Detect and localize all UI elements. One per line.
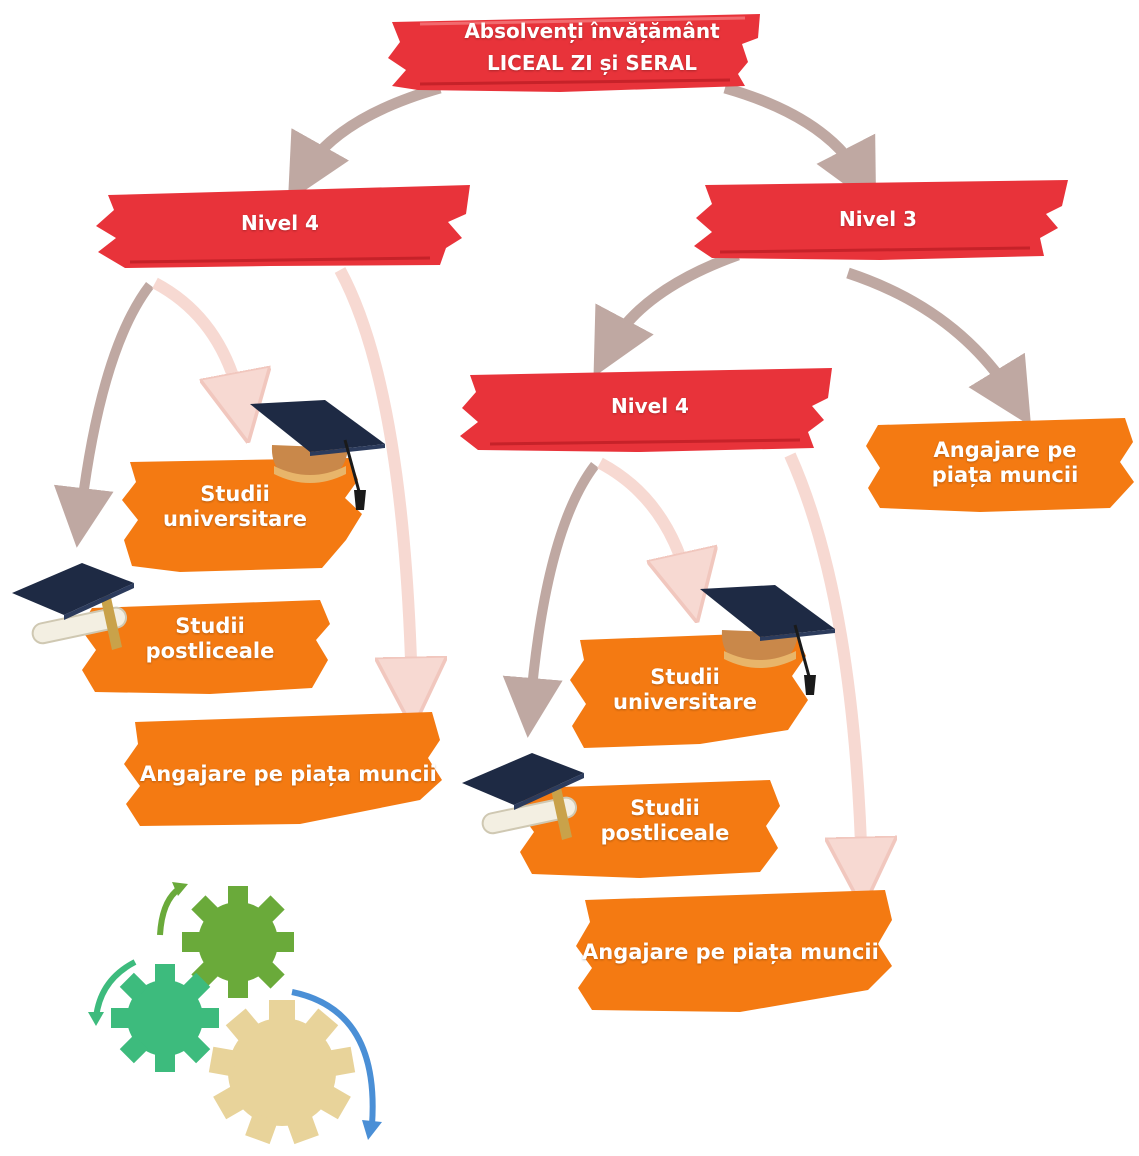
left-university-line2: universitare (163, 506, 307, 531)
arrow-left-to-university (152, 277, 242, 410)
root-label-line2: LICEAL ZI și SERAL (486, 50, 698, 75)
right-sub-employment-label: Angajare pe piața muncii (582, 940, 879, 964)
arrow-nivel3-to-employment (846, 267, 1032, 427)
gear-green (182, 886, 294, 998)
graduation-cap-icon (250, 400, 385, 510)
gear-beige (208, 1000, 356, 1145)
orange-brush-right-postsecondary (518, 780, 780, 878)
root-label-line1: Absolvenți învățământ (464, 19, 720, 43)
left-university-line1: Studii (200, 482, 270, 506)
arrow-left-to-employment (334, 267, 412, 695)
orange-brush-left-postsecondary (80, 600, 330, 694)
gear-arrow-blue (291, 989, 376, 1126)
arrow-root-to-nivel3 (723, 82, 877, 208)
red-brush-nivel4-right (460, 368, 832, 452)
graduation-cap-icon (700, 585, 835, 695)
arrow-root-to-nivel4 (287, 82, 442, 202)
red-brush-nivel4-left (96, 185, 470, 268)
arrow-left-to-postsecondary (53, 281, 154, 548)
root-label: Absolvenți învățământ LICEAL ZI și SERAL (402, 19, 782, 75)
right-university-line1: Studii (650, 665, 720, 689)
orange-brush-right-employment (576, 890, 892, 1012)
flow-arrows (53, 82, 1032, 875)
right-postsecondary-line1: Studii (630, 796, 700, 820)
diploma-cap-icon (462, 753, 584, 840)
right-level-label: Nivel 3 (839, 207, 917, 231)
arrow-right-to-postsecondary (502, 461, 599, 738)
arrow-right-to-university (597, 457, 690, 590)
arrow-nivel3-to-nivel4 (593, 249, 740, 378)
orange-brush-left-employment (124, 712, 442, 826)
gear-arrow-teal (93, 959, 137, 1019)
gear-arrow-green (157, 885, 182, 936)
right-university-label: Studii universitare (590, 665, 780, 715)
right-university-line2: universitare (613, 689, 757, 714)
gear-teal (111, 964, 219, 1072)
left-postsecondary-label: Studii postliceale (120, 614, 300, 664)
right-employment-line2: piața muncii (931, 462, 1079, 487)
diploma-cap-icon (12, 563, 134, 650)
right-postsecondary-line2: postliceale (600, 820, 730, 845)
left-postsecondary-line2: postliceale (145, 638, 275, 663)
left-level-label: Nivel 4 (241, 211, 319, 235)
orange-brush-right-employment-top (866, 418, 1134, 512)
gears-icon (88, 882, 382, 1145)
right-employment-label: Angajare pe piața muncii (900, 438, 1110, 488)
right-sub-level-label: Nivel 4 (611, 394, 689, 418)
orange-brush-left-university (122, 458, 362, 572)
red-brush-nivel3 (694, 180, 1068, 260)
right-postsecondary-label: Studii postliceale (570, 796, 760, 846)
red-brush-root (388, 14, 760, 92)
right-employment-line1: Angajare pe (933, 438, 1077, 462)
left-university-label: Studii universitare (140, 482, 330, 532)
arrow-right-to-employment (784, 452, 862, 875)
left-postsecondary-line1: Studii (175, 614, 245, 638)
left-employment-label: Angajare pe piața muncii (140, 762, 437, 786)
